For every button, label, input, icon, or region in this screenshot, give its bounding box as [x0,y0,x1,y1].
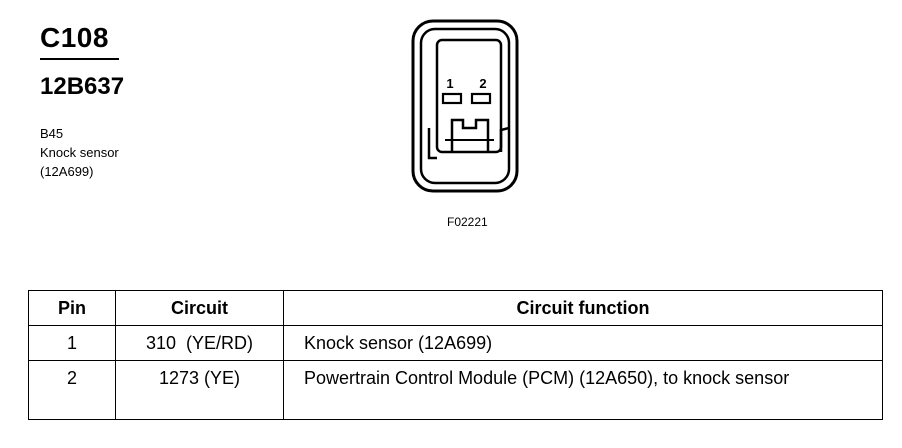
locking-tab-right [499,126,510,152]
component-name: Knock sensor [40,145,119,160]
connector-housing-inner [419,27,511,185]
cell-circuit-function: Knock sensor (12A699) [283,325,883,361]
cell-pin: 2 [28,360,116,420]
keyway [450,118,490,152]
table-row: 1 310 (YE/RD) Knock sensor (12A699) [28,325,883,361]
connector-housing-outer [411,19,519,193]
component-code: B45 [40,126,64,141]
header-circuit-function: Circuit function [283,290,883,326]
connector-face-diagram: 1 2 [411,19,519,193]
header-pin: Pin [28,290,116,326]
cell-circuit: 310 (YE/RD) [115,325,284,361]
pin-2-label: 2 [479,76,486,91]
terminal-cavity [435,38,503,154]
cell-pin: 1 [28,325,116,361]
pin-2-terminal [470,92,492,105]
component-part-number: (12A699) [40,164,94,179]
connector-id-underline [40,58,119,60]
header-circuit: Circuit [115,290,284,326]
part-number: 12B637 [40,73,125,100]
figure-code: F02221 [447,215,488,229]
cell-circuit-function: Powertrain Control Module (PCM) (12A650)… [283,360,883,420]
pin-1-label: 1 [446,76,453,91]
table-header-row: Pin Circuit Circuit function [28,290,883,326]
cell-circuit: 1273 (YE) [115,360,284,420]
component-description: B45 Knock sensor (12A699) [40,124,119,181]
locking-tab-left [427,128,437,160]
table-row: 2 1273 (YE) Powertrain Control Module (P… [28,360,883,420]
connector-id: C108 [40,22,109,53]
pin-function-table: Pin Circuit Circuit function 1 310 (YE/R… [28,290,883,420]
pin-1-terminal [441,92,463,105]
